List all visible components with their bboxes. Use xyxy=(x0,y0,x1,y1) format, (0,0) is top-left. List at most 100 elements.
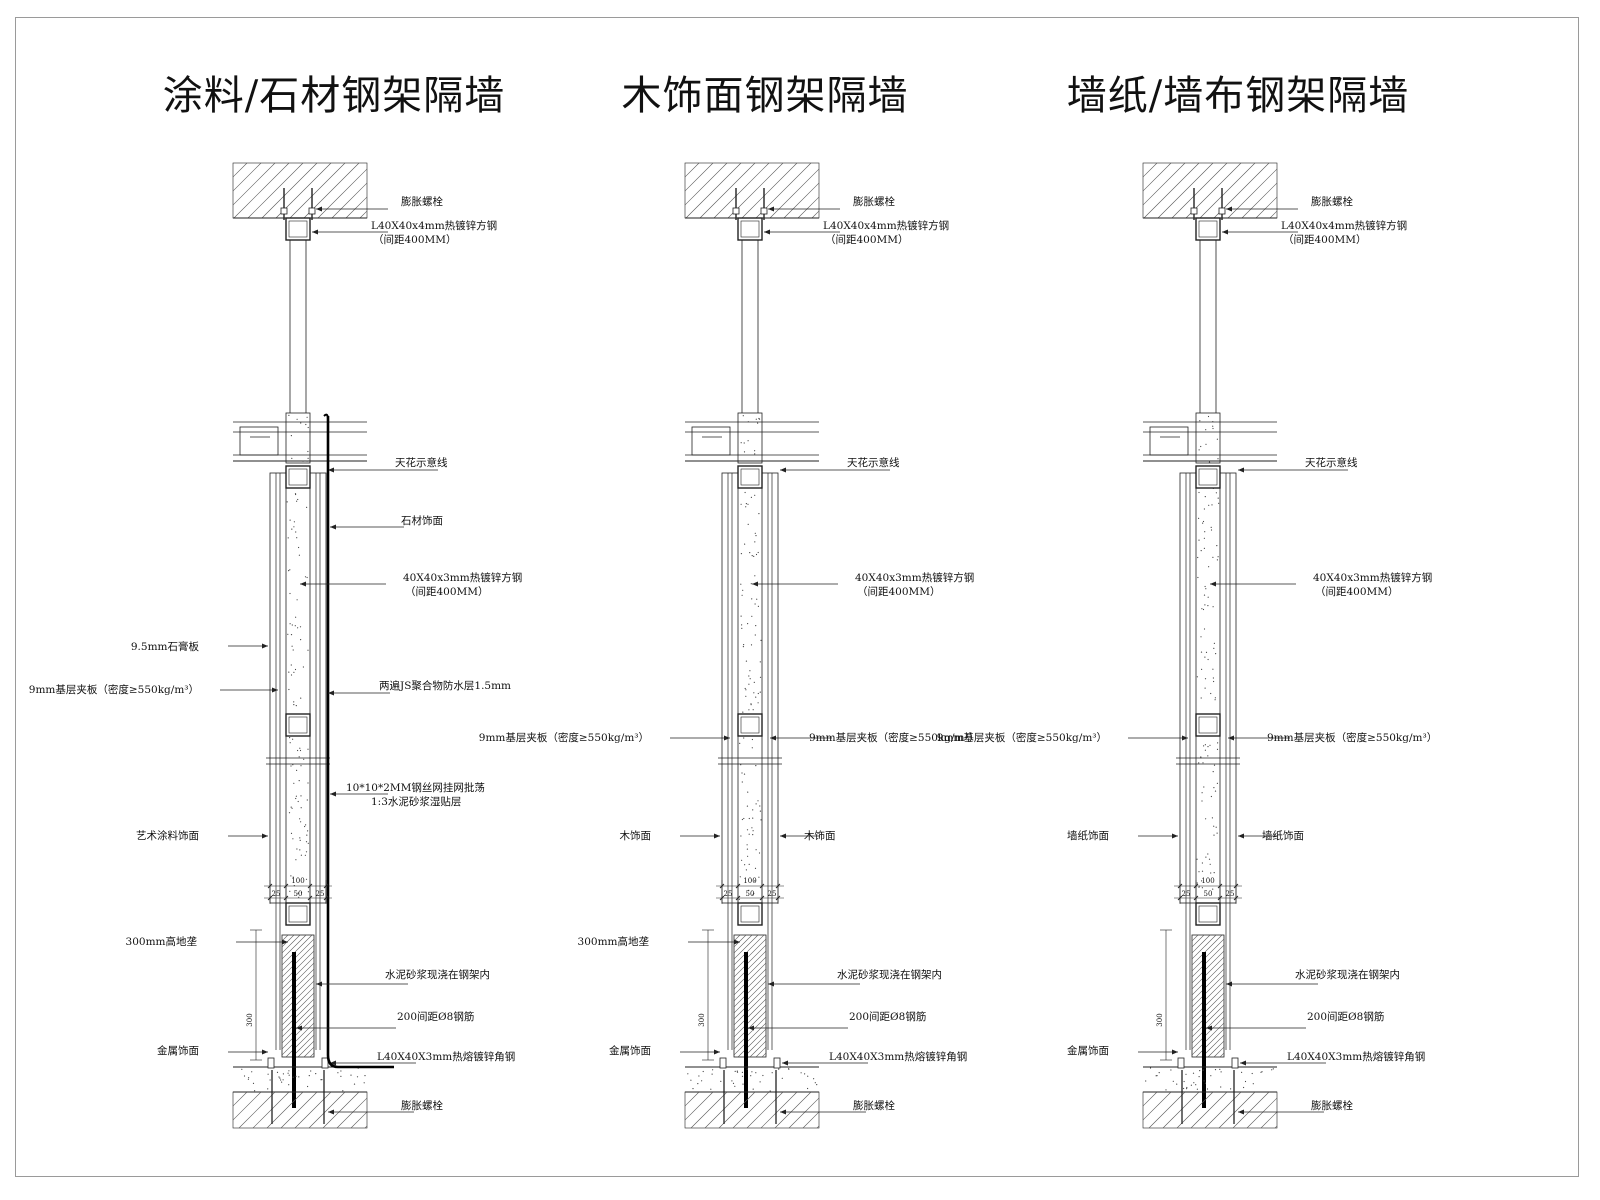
angle-label: L40X40X3mm热熔镀锌角钢 xyxy=(829,1050,967,1063)
concrete-dot xyxy=(745,506,747,508)
concrete-dot xyxy=(759,805,761,807)
hatch-line xyxy=(734,935,765,966)
hatch-line xyxy=(282,1004,314,1038)
concrete-dot xyxy=(1207,658,1209,661)
concrete-dot xyxy=(698,1075,700,1077)
concrete-dot xyxy=(804,1073,806,1075)
concrete-dot xyxy=(289,592,291,595)
concrete-dot xyxy=(248,1077,250,1079)
stud-spacing-label: （间距400MM） xyxy=(1315,585,1399,598)
concrete-dot xyxy=(298,780,300,782)
concrete-dot xyxy=(1201,862,1203,864)
top-bolt-nut xyxy=(1218,207,1226,215)
concrete-dot xyxy=(755,696,757,698)
concrete-dot xyxy=(1208,504,1210,506)
concrete-dot xyxy=(296,418,298,420)
hatch-line xyxy=(1274,1125,1277,1128)
hatch-line xyxy=(1192,950,1224,984)
concrete-dot xyxy=(1203,508,1205,510)
concrete-dot xyxy=(353,1083,356,1085)
hatch-line xyxy=(690,1092,728,1128)
concrete-dot xyxy=(1155,1075,1157,1077)
hatch-line xyxy=(233,163,276,206)
concrete-dot xyxy=(1209,863,1211,865)
concrete-dot xyxy=(753,555,755,558)
hatch-line xyxy=(261,163,318,218)
concrete-dot xyxy=(307,842,309,844)
ceiling-line-label: 天花示意线 xyxy=(395,456,448,469)
hatch-line xyxy=(713,163,770,218)
concrete-dot xyxy=(291,528,293,530)
dim-tick xyxy=(1233,883,1239,901)
concrete-dot xyxy=(771,1072,773,1074)
concrete-dot xyxy=(300,807,302,809)
hatch-line xyxy=(233,1092,248,1107)
left-ply-label: 9mm基层夹板（密度≥550kg/m³） xyxy=(479,731,649,744)
concrete-dot xyxy=(1204,604,1206,606)
concrete-dot xyxy=(1213,642,1215,645)
dim-tick xyxy=(323,883,329,901)
concrete-dot xyxy=(304,854,306,856)
concrete-dot xyxy=(751,1071,753,1073)
concrete-dot xyxy=(743,773,746,775)
floor-screed-speckle xyxy=(687,1068,818,1092)
concrete-dot xyxy=(305,824,307,826)
hatch-line xyxy=(741,163,798,218)
dim-tick xyxy=(1217,883,1223,901)
concrete-dot xyxy=(295,795,297,797)
concrete-dot xyxy=(287,633,289,635)
concrete-dot xyxy=(755,765,757,767)
floor-screed-speckle xyxy=(1145,1067,1274,1091)
hatch-line xyxy=(1292,935,1414,1057)
hatch-line xyxy=(699,163,756,218)
concrete-dot xyxy=(1205,856,1207,858)
hatch-line xyxy=(282,980,314,1014)
hatch-line xyxy=(734,1022,766,1056)
dim-core-text: 50 xyxy=(746,890,755,898)
concrete-dot xyxy=(1243,1086,1245,1089)
concrete-dot xyxy=(1197,576,1199,579)
concrete-dot xyxy=(288,1074,290,1076)
concrete-dot xyxy=(1216,438,1218,440)
concrete-dot xyxy=(762,1074,764,1077)
concrete-dot xyxy=(712,1069,714,1071)
hatch-line xyxy=(734,1010,766,1044)
concrete-dot xyxy=(1210,526,1212,529)
stone-finish-pointer-arrowhead xyxy=(330,524,336,530)
concrete-dot xyxy=(754,867,757,870)
hatch-line xyxy=(802,1111,819,1128)
angle-label: L40X40X3mm热熔镀锌角钢 xyxy=(1287,1050,1425,1063)
concrete-dot xyxy=(749,670,751,672)
concrete-dot xyxy=(1220,1086,1222,1088)
skirting-pointer-arrowhead xyxy=(734,939,740,945)
concrete-dot xyxy=(1199,420,1201,422)
concrete-dot xyxy=(243,1075,246,1077)
concrete-dot xyxy=(744,491,746,494)
concrete-dot xyxy=(296,599,298,601)
concrete-dot xyxy=(1214,790,1217,792)
concrete-dot xyxy=(711,1073,713,1075)
title-wallpaper-partition: 墙纸/墙布钢架隔墙 xyxy=(1066,73,1410,119)
concrete-dot xyxy=(340,1075,342,1077)
hatch-line xyxy=(1143,163,1172,192)
top-steel-tube xyxy=(1195,217,1221,241)
concrete-dot xyxy=(1165,1089,1167,1091)
hatch-line xyxy=(282,986,314,1020)
dim-overall-text: 100 xyxy=(743,877,756,885)
concrete-dot xyxy=(1196,858,1198,860)
concrete-dot xyxy=(1208,566,1210,568)
concrete-dot xyxy=(757,702,759,704)
concrete-dot xyxy=(731,1080,733,1082)
concrete-dot xyxy=(306,834,308,836)
mortar-label: 水泥砂浆现浇在钢架内 xyxy=(837,968,942,981)
concrete-dot xyxy=(748,889,750,891)
concrete-dot xyxy=(289,623,291,625)
right-ply-label: 9mm基层夹板（密度≥550kg/m³） xyxy=(1267,731,1437,744)
concrete-dot xyxy=(1201,880,1203,882)
rebar-label: 200间距Ø8钢筋 xyxy=(849,1010,926,1023)
concrete-dot xyxy=(1217,556,1219,558)
title-stone-partition: 涂料/石材钢架隔墙 xyxy=(162,73,506,119)
concrete-dot xyxy=(748,817,750,820)
concrete-dot xyxy=(1198,517,1200,520)
